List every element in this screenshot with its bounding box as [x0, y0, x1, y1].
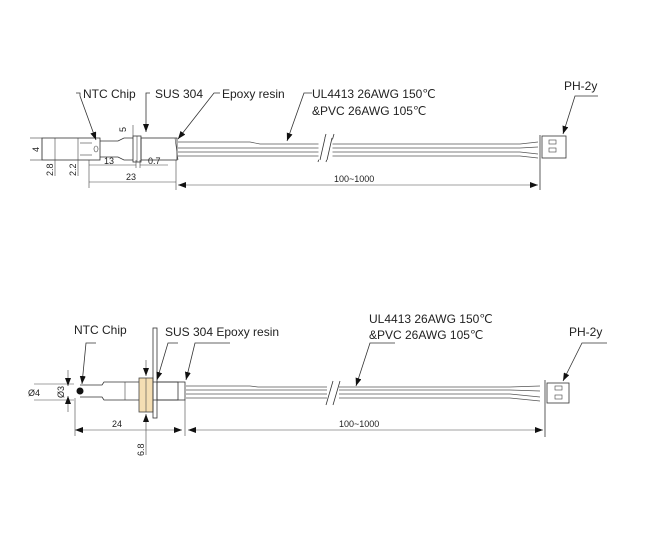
top-cable: [178, 133, 539, 163]
top-label-epoxy: Epoxy resin: [222, 87, 285, 101]
bottom-ntc-leader: [79, 342, 96, 385]
bottom-dimensions: Ø4 Ø3 24 6.8 100~1000: [28, 360, 543, 456]
top-dim-head-dia: 4: [31, 147, 41, 152]
bottom-sus-plate: [152, 327, 158, 419]
bottom-epoxy-leader: [184, 342, 230, 381]
bottom-sus-leader: [156, 342, 178, 381]
top-connector-leader: [562, 95, 598, 135]
top-dim-sleeve-dia: 5: [118, 127, 128, 132]
top-sensor-drawing: NTC Chip SUS 304 Epoxy resin UL4413 26AW…: [30, 79, 598, 190]
top-label-connector: PH-2y: [564, 79, 597, 93]
top-dim-13: 13: [104, 156, 114, 166]
bottom-cable: [186, 380, 541, 406]
bottom-dim-24: 24: [112, 419, 122, 429]
bottom-wire-leader: [355, 342, 395, 387]
top-wire-leader: [286, 92, 312, 142]
bottom-dim-flange: 6.8: [136, 443, 146, 456]
top-dimensions: 4 2.8 2.2 5 13 0.7 23 100~1000: [30, 125, 538, 190]
bottom-epoxy: [156, 381, 186, 401]
top-ntc-leader: [76, 92, 96, 140]
bottom-break-mark: [325, 380, 334, 406]
bottom-connector: [544, 380, 570, 437]
bottom-label-sus-epoxy: SUS 304 Epoxy resin: [165, 325, 279, 339]
bottom-label-connector: PH-2y: [569, 325, 602, 339]
bottom-connector-leader: [562, 342, 607, 382]
top-epoxy-leader: [177, 92, 220, 140]
top-connector: [539, 135, 567, 190]
top-sus-leader: [143, 92, 150, 132]
top-probe: [41, 135, 179, 163]
bottom-label-wire-line1: UL4413 26AWG 150℃: [369, 312, 493, 326]
top-dim-cable-length: 100~1000: [334, 174, 374, 184]
bottom-label-wire-line2: &PVC 26AWG 105℃: [369, 328, 483, 342]
top-epoxy: [174, 137, 179, 161]
top-dim-d1: 2.8: [45, 163, 55, 176]
bottom-dim-outer-dia: Ø4: [28, 388, 40, 398]
top-dim-07: 0.7: [148, 156, 161, 166]
bottom-probe: [76, 327, 186, 419]
top-dim-23: 23: [126, 172, 136, 182]
top-label-wire-line2: &PVC 26AWG 105℃: [312, 104, 426, 118]
top-ntc-chip: [93, 145, 99, 153]
bottom-ntc-chip: [76, 387, 84, 395]
top-label-ntc-chip: NTC Chip: [83, 87, 136, 101]
top-label-wire-line1: UL4413 26AWG 150℃: [312, 87, 436, 101]
top-dim-d2: 2.2: [68, 163, 78, 176]
top-label-sus: SUS 304: [155, 87, 203, 101]
bottom-label-ntc-chip: NTC Chip: [74, 323, 127, 337]
bottom-dim-inner-dia: Ø3: [56, 386, 66, 398]
bottom-dim-cable-length: 100~1000: [339, 419, 379, 429]
bottom-sensor-drawing: NTC Chip SUS 304 Epoxy resin UL4413 26AW…: [28, 312, 607, 456]
